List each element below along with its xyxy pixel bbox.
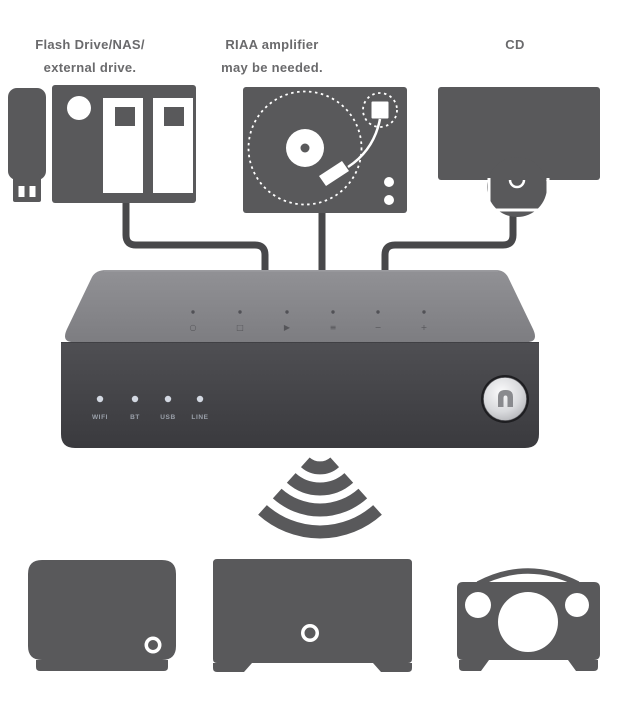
- label-line: may be needed.: [221, 60, 323, 75]
- device-top-surface: [65, 270, 535, 342]
- usb-led: [164, 395, 172, 403]
- speaker-handle: [476, 568, 580, 587]
- bt-led: [131, 395, 139, 403]
- label-line: external drive.: [43, 60, 137, 75]
- cd-player-icon: [438, 87, 600, 217]
- line-led: [196, 395, 204, 403]
- nas-icon: [52, 85, 196, 203]
- top-button-preset: ≡: [330, 310, 337, 332]
- cable-nas: [122, 198, 269, 274]
- top-button-volume-down: −: [375, 310, 382, 332]
- volume-down-icon: −: [375, 323, 382, 332]
- play-pause-icon: ▶: [284, 323, 291, 332]
- bt-led-label: BT: [130, 414, 140, 421]
- bookshelf-speaker-icon: [28, 560, 176, 671]
- label-line: Flash Drive/NAS/: [35, 37, 145, 52]
- audio-streamer-hub: ○ □ ▶ ≡ − +: [61, 270, 539, 448]
- button-led: [331, 310, 335, 314]
- button-led: [422, 310, 426, 314]
- knob-face: [483, 377, 527, 421]
- button-led: [238, 310, 242, 314]
- label-riaa-amplifier: RIAA amplifier may be needed.: [221, 33, 323, 79]
- wifi-led-label: WIFI: [92, 414, 108, 421]
- device-front-leds: WIFI BT USB LINE: [92, 395, 208, 421]
- label-cd: CD: [505, 33, 524, 56]
- label-flash-drive-nas: Flash Drive/NAS/ external drive.: [35, 33, 145, 79]
- turntable-icon: [243, 87, 407, 213]
- preset-icon: ≡: [330, 323, 337, 332]
- wifi-arc-1: [300, 457, 340, 475]
- wifi-arc-2: [286, 472, 354, 496]
- button-led: [376, 310, 380, 314]
- wifi-arc-3: [272, 488, 368, 517]
- cable-cd: [381, 210, 517, 274]
- line-led-label: LINE: [191, 414, 208, 421]
- usb-flash-drive-icon: [8, 88, 46, 202]
- source-icon: □: [236, 323, 244, 332]
- wifi-led: [96, 395, 104, 403]
- portable-speaker-icon: [457, 568, 600, 671]
- volume-knob: [481, 375, 529, 423]
- top-button-play-pause: ▶: [284, 310, 291, 332]
- amplifier-speaker-icon: [213, 559, 412, 672]
- label-line: RIAA amplifier: [225, 37, 319, 52]
- button-led: [285, 310, 289, 314]
- device-top-buttons: ○ □ ▶ ≡ − +: [190, 310, 428, 332]
- top-button-volume-up: +: [421, 310, 428, 332]
- device-front-face: [61, 342, 539, 448]
- wifi-arc-4: [258, 504, 382, 539]
- usb-led-label: USB: [160, 414, 176, 421]
- top-button-power: ○: [190, 310, 197, 332]
- label-line: CD: [505, 37, 525, 52]
- power-icon: ○: [190, 323, 197, 332]
- top-button-source: □: [236, 310, 244, 332]
- audio-pro-logo-icon: [498, 390, 513, 407]
- volume-up-icon: +: [421, 323, 428, 332]
- button-led: [191, 310, 195, 314]
